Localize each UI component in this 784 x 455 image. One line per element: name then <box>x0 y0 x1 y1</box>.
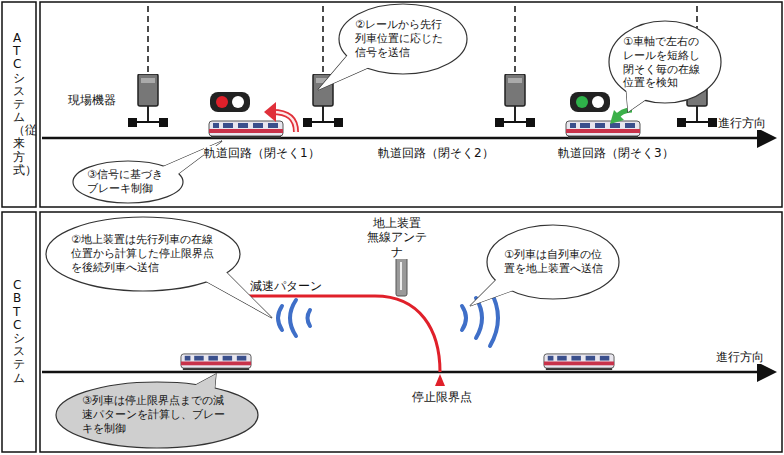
diagram-label: 軌道回路（閉そく2） <box>378 146 494 160</box>
system-label: CBTCシステム <box>2 212 36 452</box>
callout-text: ③信号に基づきブレーキ制御 <box>87 168 170 196</box>
callout-bubble: ③列車は停止限界点までの減速パターンを計算し、ブレーキを制御 <box>55 381 259 449</box>
callout-text: ②レールから先行列車位置に応じた信号を送信 <box>355 18 451 59</box>
bubble-ellipse <box>609 21 721 103</box>
bubble-tail-fill <box>470 276 514 306</box>
diagram-label: 軌道回路（閉そく3） <box>558 146 674 160</box>
callout-text: ①車軸で左右のレールを短絡し閉そく毎の在線位置を検知 <box>623 35 707 90</box>
callout-bubble: ①車軸で左右のレールを短絡し閉そく毎の在線位置を検知 <box>608 20 722 104</box>
bubble-ellipse <box>56 382 258 448</box>
vertical-title: CBTCシステム <box>13 279 25 385</box>
callout-text: ①列車は自列車の位置を地上装置へ送信 <box>504 248 603 276</box>
callout-bubble: ③信号に基づきブレーキ制御 <box>72 160 184 204</box>
callout-bubble: ②地上装置は先行列車の在線位置から計算した停止限界点を後続列車へ送信 <box>45 216 241 292</box>
callout-text-box: ③信号に基づきブレーキ制御 <box>87 168 170 196</box>
callout-text-box: ②地上装置は先行列車の在線位置から計算した停止限界点を後続列車へ送信 <box>71 233 216 274</box>
callout-text: ③列車は停止限界点までの減速パターンを計算し、ブレーキを制御 <box>82 394 233 435</box>
diagram-label: 減速パターン <box>250 279 322 293</box>
vertical-title: ATCシステム（従来方式） <box>13 32 25 177</box>
diagram-label: 停止限界点 <box>412 390 472 404</box>
system-label: ATCシステム（従来方式） <box>2 2 36 207</box>
callout-bubble: ②レールから先行列車位置に応じた信号を送信 <box>338 3 468 75</box>
callout-text-box: ③列車は停止限界点までの減速パターンを計算し、ブレーキを制御 <box>82 394 233 435</box>
diagram-label: 進行方向 <box>716 350 764 364</box>
callout-bubble: ①列車は自列車の位置を地上装置へ送信 <box>486 224 620 300</box>
bubble-tail-fill <box>190 374 216 396</box>
diagram-label: 現場機器 <box>68 93 116 107</box>
callout-text-box: ①車軸で左右のレールを短絡し閉そく毎の在線位置を検知 <box>623 35 707 90</box>
bubble-tail-fill <box>626 86 648 112</box>
diagram-label: 地上装置 無線アンテナ <box>366 216 428 259</box>
diagram-label: 進行方向 <box>718 116 766 130</box>
diagram-label: 軌道回路（閉そく1） <box>204 146 320 160</box>
callout-text: ②地上装置は先行列車の在線位置から計算した停止限界点を後続列車へ送信 <box>71 233 216 274</box>
callout-text-box: ①列車は自列車の位置を地上装置へ送信 <box>504 248 603 276</box>
callout-text-box: ②レールから先行列車位置に応じた信号を送信 <box>355 18 451 59</box>
bubble-outline <box>608 20 722 104</box>
